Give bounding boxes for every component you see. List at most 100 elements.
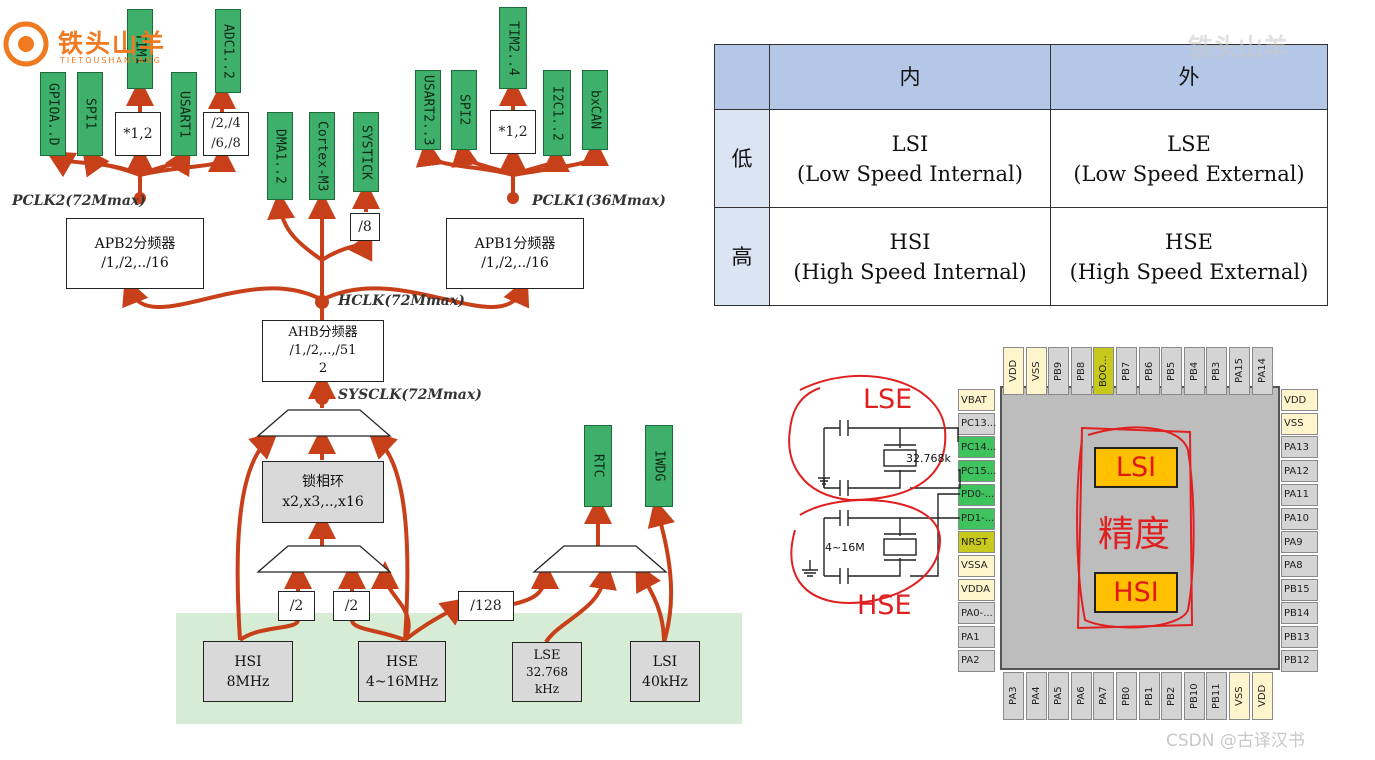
pll-block: 锁相环 x2,x3,..,x16 xyxy=(262,461,384,523)
apb2-prescaler: APB2分频器 /1,/2,../16 xyxy=(66,218,204,289)
logo-brand: 铁头山羊 xyxy=(58,29,167,58)
apb1-prescaler-values: /1,/2,../16 xyxy=(481,254,549,271)
goat-logo-icon xyxy=(3,21,49,67)
ahb-prescaler: AHB分频器 /1,/2,..,/51 2 xyxy=(262,320,384,382)
hse-div128: /128 xyxy=(458,591,514,621)
pin-pb2: PB2 xyxy=(1161,672,1183,720)
pin-pa9: PA9 xyxy=(1281,531,1318,554)
output-usart2-3: USART2..3 xyxy=(415,70,441,150)
pin-vssa: VSSA xyxy=(958,554,995,577)
pin-pd1: PD1-... xyxy=(958,507,995,530)
logo: 铁头山羊 TIETOUSHANYANG xyxy=(2,20,192,70)
apb1-prescaler-title: APB1分频器 xyxy=(474,235,556,252)
pin-pa15: PA15 xyxy=(1229,347,1250,395)
output-bxcan: bxCAN xyxy=(582,70,608,150)
row-header-high: 高 xyxy=(714,207,770,306)
output-gpioa-d: GPIOA..D xyxy=(40,72,66,156)
pin-pb9: PB9 xyxy=(1048,347,1070,395)
apb2-adc-divider: /2,/4 /6,/8 xyxy=(203,112,249,156)
pin-pc13: PC13... xyxy=(958,412,996,435)
pin-vdd: VDD xyxy=(1251,672,1273,720)
annotation-precision: 精度 xyxy=(1098,514,1171,555)
pin-vdd: VDD xyxy=(1281,389,1318,411)
pin-pc14: PC14... xyxy=(958,436,996,459)
pin-vbat: VBAT xyxy=(958,389,995,411)
source-hse: HSE 4~16MHz xyxy=(358,641,446,702)
crystal-lse-value: 32.768k xyxy=(906,452,951,465)
pin-nrst: NRST xyxy=(958,531,995,554)
col-header-external: 外 xyxy=(1050,44,1328,110)
apb1-tim-multiplier: *1,2 xyxy=(490,110,536,154)
pin-pc15: PC15... xyxy=(958,460,996,483)
pin-pa7: PA7 xyxy=(1093,672,1115,720)
clock-wires xyxy=(45,78,675,644)
output-spi1: SPI1 xyxy=(77,72,103,156)
annotation-lse: LSE xyxy=(863,384,913,415)
crystal-hse-value: 4~16M xyxy=(825,541,865,554)
pin-pa4: PA4 xyxy=(1025,672,1047,720)
watermark-top: 铁头山羊 xyxy=(1188,33,1289,62)
output-rtc: RTC xyxy=(584,425,612,507)
pin-vss: VSS xyxy=(1229,672,1250,720)
table-cell-lse: LSE (Low Speed External) xyxy=(1050,109,1328,208)
source-lsi: LSI 40kHz xyxy=(630,641,700,702)
output-usart1: USART1 xyxy=(171,72,197,156)
chip-hsi-block: HSI xyxy=(1094,572,1178,613)
row-header-low: 低 xyxy=(714,109,770,208)
pin-pb3: PB3 xyxy=(1206,347,1228,395)
pin-pa6: PA6 xyxy=(1070,672,1092,720)
crystal-circuits xyxy=(788,374,961,604)
clock-source-table: 内 外 低 LSI (Low Speed Internal) LSE (Low … xyxy=(714,44,1328,306)
table-corner xyxy=(714,44,770,110)
apb2-tim-multiplier: *1,2 xyxy=(115,112,161,156)
pin-pa2: PA2 xyxy=(958,649,995,672)
pin-vss: VSS xyxy=(1025,347,1047,395)
chip-lsi-block: LSI xyxy=(1094,447,1178,488)
col-header-internal: 内 xyxy=(769,44,1051,110)
pin-pa14: PA14 xyxy=(1251,347,1273,395)
hse-div2: /2 xyxy=(333,591,370,621)
pin-pb8: PB8 xyxy=(1070,347,1092,395)
watermark-bottom: CSDN @古译汉书 xyxy=(1166,731,1305,751)
pin-pa3: PA3 xyxy=(1003,672,1024,720)
pin-pb4: PB4 xyxy=(1183,347,1205,395)
pin-pb11: PB11 xyxy=(1206,672,1228,720)
pin-pa8: PA8 xyxy=(1281,554,1318,577)
pin-pa13: PA13 xyxy=(1281,436,1318,459)
pclk2-label: PCLK2(72Mmax) xyxy=(12,193,146,209)
output-iwdg: IWDG xyxy=(645,425,673,507)
output-dma1-2: DMA1..2 xyxy=(267,112,293,200)
output-tim1: TIM1 xyxy=(127,9,153,89)
pin-vss: VSS xyxy=(1281,412,1318,435)
pin-pb0: PB0 xyxy=(1116,672,1137,720)
output-systick: SYSTICK xyxy=(353,112,379,192)
sysclk-label: SYSCLK(72Mmax) xyxy=(338,387,482,403)
pin-pd0: PD0-... xyxy=(958,483,995,506)
source-hsi: HSI 8MHz xyxy=(203,641,293,702)
pin-pa10: PA10 xyxy=(1281,507,1318,530)
hsi-div2: /2 xyxy=(278,591,315,621)
source-lse: LSE 32.768 kHz xyxy=(512,642,582,702)
pin-pb5: PB5 xyxy=(1161,347,1183,395)
pin-pb1: PB1 xyxy=(1138,672,1160,720)
hclk-label: HCLK(72Mmax) xyxy=(338,293,465,309)
pin-vdd: VDD xyxy=(1003,347,1024,395)
pin-pb15: PB15 xyxy=(1281,578,1318,601)
pin-pb10: PB10 xyxy=(1183,672,1205,720)
pin-pb14: PB14 xyxy=(1281,602,1318,625)
output-adc1-2: ADC1..2 xyxy=(215,9,241,93)
table-cell-lsi: LSI (Low Speed Internal) xyxy=(769,109,1051,208)
pin-pb13: PB13 xyxy=(1281,626,1318,648)
table-cell-hse: HSE (High Speed External) xyxy=(1050,207,1328,306)
annotation-circles xyxy=(1076,426,1195,630)
systick-divider: /8 xyxy=(350,213,380,241)
pin-pa1: PA1 xyxy=(958,626,995,648)
apb1-prescaler: APB1分频器 /1,/2,../16 xyxy=(446,218,584,289)
table-cell-hsi: HSI (High Speed Internal) xyxy=(769,207,1051,306)
pin-pa11: PA11 xyxy=(1281,483,1318,506)
pin-pa5: PA5 xyxy=(1048,672,1070,720)
pin-vdda: VDDA xyxy=(958,578,995,601)
output-cortex-m3: Cortex-M3 xyxy=(309,112,335,200)
pin-pb6: PB6 xyxy=(1138,347,1160,395)
pin-pb7: PB7 xyxy=(1116,347,1137,395)
